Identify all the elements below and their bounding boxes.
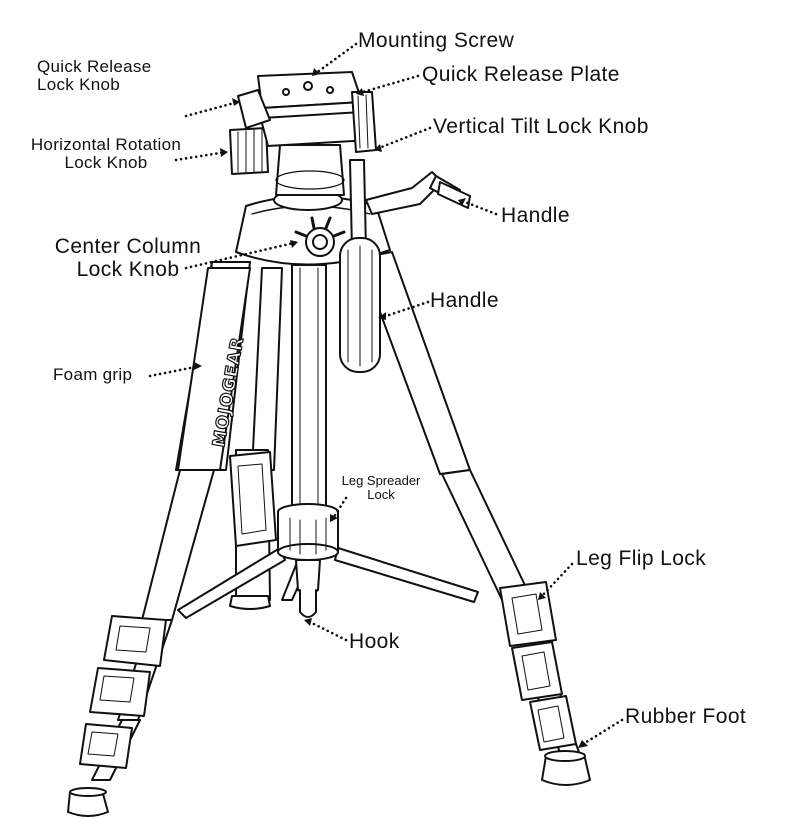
center-column-lock-knob-shape — [294, 216, 346, 257]
leader-handle-upper — [458, 198, 498, 216]
center-column — [291, 264, 327, 509]
leader-center-column-lock-knob — [184, 240, 300, 270]
leg-flip-locks-right — [499, 581, 577, 751]
leader-vertical-tilt-lock-knob — [372, 126, 432, 152]
label-vertical-tilt-lock-knob: Vertical Tilt Lock Knob — [433, 115, 649, 138]
leader-handle-lower — [378, 300, 430, 320]
leader-rubber-foot — [578, 718, 624, 748]
leader-horizontal-rotation-lock-knob — [174, 150, 228, 162]
leader-foam-grip — [148, 364, 202, 378]
label-foam-grip: Foam grip — [53, 365, 133, 384]
label-horizontal-rotation-lock-knob: Horizontal Rotation Lock Knob — [30, 135, 182, 173]
leader-quick-release-plate — [354, 74, 420, 96]
leader-hook — [304, 618, 348, 642]
leader-mounting-screw — [310, 42, 358, 78]
label-leg-spreader-lock: Leg Spreader Lock — [341, 473, 421, 503]
label-hook: Hook — [349, 630, 400, 653]
rubber-feet — [67, 595, 591, 817]
label-leg-flip-lock: Leg Flip Lock — [576, 547, 707, 570]
leader-quick-release-lock-knob — [184, 100, 240, 118]
handle-upper-shape — [365, 171, 471, 215]
pan-head — [229, 71, 377, 196]
leg-spreader-lock-shape — [277, 503, 339, 561]
hook-shape — [295, 559, 321, 618]
label-mounting-screw: Mounting Screw — [358, 29, 515, 52]
foam-grip-shape — [177, 267, 251, 471]
label-center-column-lock-knob: Center Column Lock Knob — [54, 235, 202, 281]
leader-leg-flip-lock — [538, 562, 574, 600]
label-handle-lower: Handle — [430, 289, 499, 312]
label-quick-release-lock-knob: Quick Release Lock Knob — [37, 57, 152, 95]
label-quick-release-plate: Quick Release Plate — [422, 63, 620, 86]
handle-lower-shape — [339, 159, 381, 373]
label-handle-upper: Handle — [501, 204, 570, 227]
leg-flip-locks-left — [79, 615, 167, 769]
label-rubber-foot: Rubber Foot — [625, 705, 747, 728]
